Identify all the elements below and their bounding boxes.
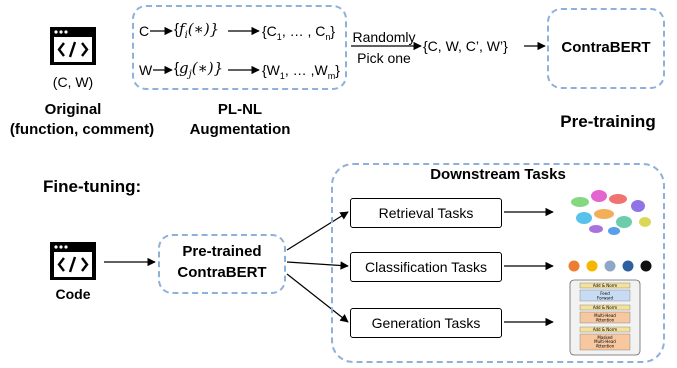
transformer-attention-2: Attention (596, 344, 615, 349)
randomly-label-line2: Pick one (357, 50, 411, 66)
transformer-multi-2: Multi-Head (594, 339, 616, 344)
transformer-add-norm-1: Add & Norm (593, 283, 617, 288)
retrieval-task-box: Retrieval Tasks (350, 198, 502, 228)
augmentation-label-line2: Augmentation (189, 121, 291, 138)
pair-label: (C, W) (52, 74, 94, 90)
code-symbol: C (139, 23, 150, 39)
transformer-multi-1: Multi-Head (594, 313, 616, 318)
original-label-line2: (function, comment) (9, 121, 155, 138)
arrow-to-retrieval (286, 211, 349, 251)
transformer-feed: Feed (600, 291, 610, 296)
downstream-title: Downstream Tasks (430, 166, 566, 183)
top-arrows (150, 26, 546, 75)
bottom-arrows (104, 207, 554, 327)
pretraining-label: Pre-training (560, 112, 656, 131)
contrabert-box (547, 8, 665, 89)
pretrained-line1: Pre-trained (182, 243, 262, 260)
transformer-masked: Masked (597, 335, 613, 340)
scatter-cluster-icon (571, 190, 651, 235)
class-dot-2 (586, 260, 598, 272)
arrow-to-generation (286, 273, 349, 323)
code-window-icon-top (50, 27, 96, 65)
generation-task-box: Generation Tasks (350, 308, 502, 338)
code-augmented-set: {C1, … , Cn} (262, 23, 336, 42)
colored-dots-icon (568, 260, 652, 272)
transformer-forward: Forward (597, 296, 614, 301)
comment-transform-fn: {gj(∗)} (174, 59, 224, 80)
pretrained-box (158, 234, 286, 294)
arrow-to-classification (286, 261, 349, 270)
pretrained-line2: ContraBERT (177, 264, 267, 281)
original-label-line1: Original (44, 101, 102, 118)
randomly-label-line1: Randomly (352, 29, 416, 45)
transformer-attention-1: Attention (596, 318, 615, 323)
finetuning-label: Fine-tuning: (43, 177, 142, 196)
contrabert-model-name: ContraBERT (561, 39, 651, 56)
code-label: Code (55, 286, 91, 302)
class-dot-3 (604, 260, 616, 272)
downstream-box (331, 163, 665, 363)
class-dot-5 (640, 260, 652, 272)
code-transform-fn: {fi(∗)} (174, 20, 220, 41)
augmentation-label-line1: PL-NL (217, 101, 263, 118)
code-window-icon-bottom (50, 242, 96, 280)
transformer-add-norm-3: Add & Norm (593, 327, 617, 332)
transformer-add-norm-2: Add & Norm (593, 305, 617, 310)
transformer-block-icon: Add & Norm Feed Forward Add & Norm Multi… (569, 279, 641, 356)
classification-task-box: Classification Tasks (350, 252, 502, 282)
augmentation-box (132, 5, 347, 90)
class-dot-1 (568, 260, 580, 272)
augmented-set: {C, W, C’, W’} (423, 38, 508, 54)
comment-augmented-set: {W1, … ,Wm} (262, 62, 340, 81)
comment-symbol: W (139, 62, 153, 78)
class-dot-4 (622, 260, 634, 272)
